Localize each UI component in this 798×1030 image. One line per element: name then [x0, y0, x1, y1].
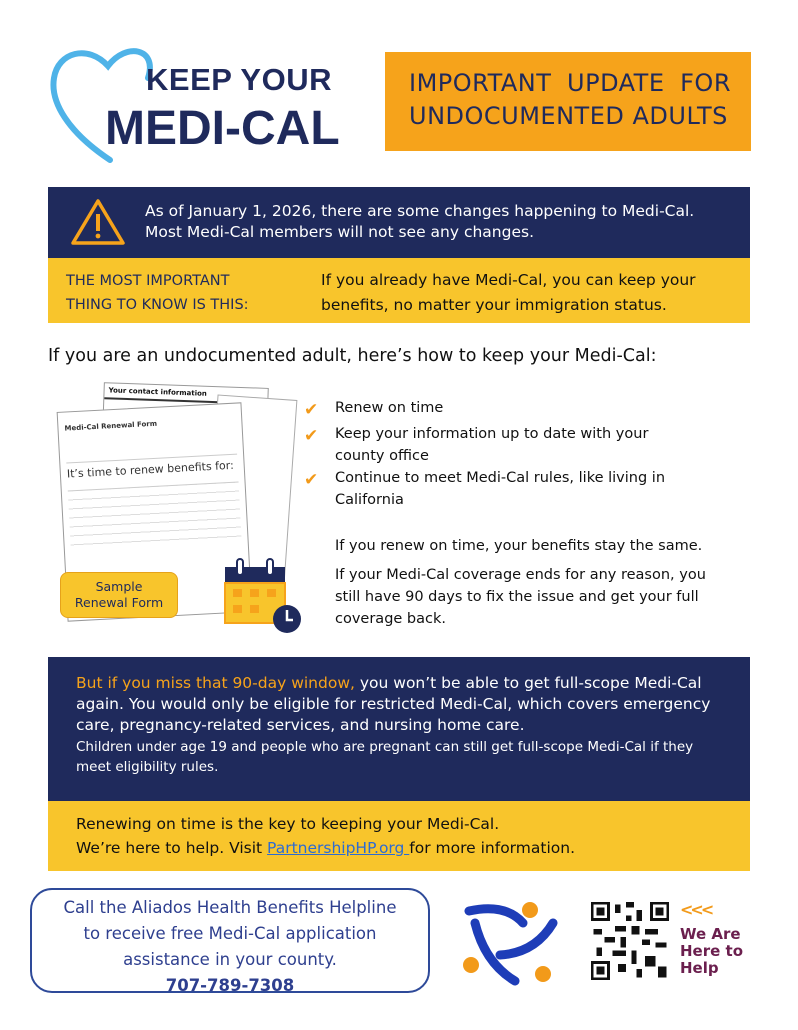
- warning-icon: [71, 199, 125, 245]
- renew-line1: Renewing on time is the key to keeping y…: [76, 815, 500, 833]
- logo-line2: MEDI-CAL: [105, 102, 340, 155]
- warning-text: you won’t be able to get full-scope Medi…: [76, 674, 711, 734]
- callout-line1: Sample: [95, 579, 143, 594]
- callout-line2: Renewal Form: [74, 595, 164, 610]
- renew-line2: We’re here to help. Visit: [76, 839, 268, 857]
- logo-line1: KEEP YOUR: [146, 62, 332, 97]
- helpline-phone[interactable]: 707-789-7308: [165, 976, 295, 995]
- bullet-text: Continue to meet Medi-Cal rules, like li…: [335, 470, 666, 508]
- helpline-line1: Call the Aliados Health Benefits Helplin…: [63, 898, 397, 917]
- bullet-text: Renew on time: [335, 400, 444, 416]
- check-icon: ✔: [304, 470, 319, 490]
- qr-code[interactable]: [591, 902, 669, 980]
- key-label-2: THING TO KNOW IS THIS:: [66, 297, 249, 313]
- key-message: THE MOST IMPORTANT THING TO KNOW IS THIS:…: [48, 258, 750, 323]
- key-text-1: If you already have Medi-Cal, you can ke…: [321, 271, 696, 289]
- intro-heading: If you are an undocumented adult, here’s…: [48, 346, 657, 366]
- notice-banner: As of January 1, 2026, there are some ch…: [48, 187, 750, 258]
- notice-line2: Most Medi-Cal members will not see any c…: [145, 223, 534, 241]
- tagline-line3: Help: [680, 959, 719, 977]
- sample-renewal-form-image: Your contact information Medi-Cal Renewa…: [56, 382, 305, 637]
- bullet-text: Keep your information up to date with yo…: [335, 426, 649, 464]
- window-warning-box: But if you miss that 90-day window, you …: [48, 657, 750, 801]
- renew-box: Renewing on time is the key to keeping y…: [48, 801, 750, 871]
- we-are-here-to-help: <<< We Are Here to Help: [680, 901, 743, 977]
- children-note: Children under age 19 and people who are…: [76, 739, 694, 775]
- form-title: Medi-Cal Renewal Form: [64, 419, 158, 433]
- helpline-box: Call the Aliados Health Benefits Helplin…: [30, 888, 430, 995]
- tagline-line2: Here to: [680, 942, 743, 960]
- bullet-item: ✔ Continue to meet Medi-Cal rules, like l…: [304, 467, 665, 511]
- keep-your-medi-cal-logo: KEEP YOUR MEDI-CAL: [48, 42, 353, 167]
- helpline-line2: to receive free Medi-Cal application: [83, 924, 377, 943]
- check-icon: ✔: [304, 400, 319, 420]
- coverage-ends-text: If your Medi-Cal coverage ends for any r…: [335, 567, 706, 627]
- key-label-1: THE MOST IMPORTANT: [66, 273, 230, 289]
- bullet-item: ✔ Keep your information up to date with y…: [304, 423, 665, 467]
- partnership-link[interactable]: PartnershipHP.org: [267, 839, 410, 857]
- renew-line2-end: for more information.: [409, 839, 575, 857]
- chevrons-icon: <<<: [680, 900, 714, 919]
- helpline-line3: assistance in your county.: [123, 950, 337, 969]
- check-icon: ✔: [304, 426, 319, 446]
- key-text-2: benefits, no matter your immigration sta…: [321, 296, 667, 314]
- bullet-item: ✔ Renew on time: [304, 397, 665, 420]
- calendar-clock-icon: [224, 558, 301, 633]
- important-update-banner: IMPORTANT UPDATE FOR UNDOCUMENTED ADULTS: [385, 52, 751, 151]
- aliados-logo: [463, 902, 558, 986]
- notice-line1: As of January 1, 2026, there are some ch…: [145, 202, 695, 220]
- tagline-line1: We Are: [680, 925, 741, 943]
- renew-on-time-text: If you renew on time, your benefits stay…: [335, 538, 703, 554]
- warning-highlight: But if you miss that 90-day window,: [76, 674, 355, 692]
